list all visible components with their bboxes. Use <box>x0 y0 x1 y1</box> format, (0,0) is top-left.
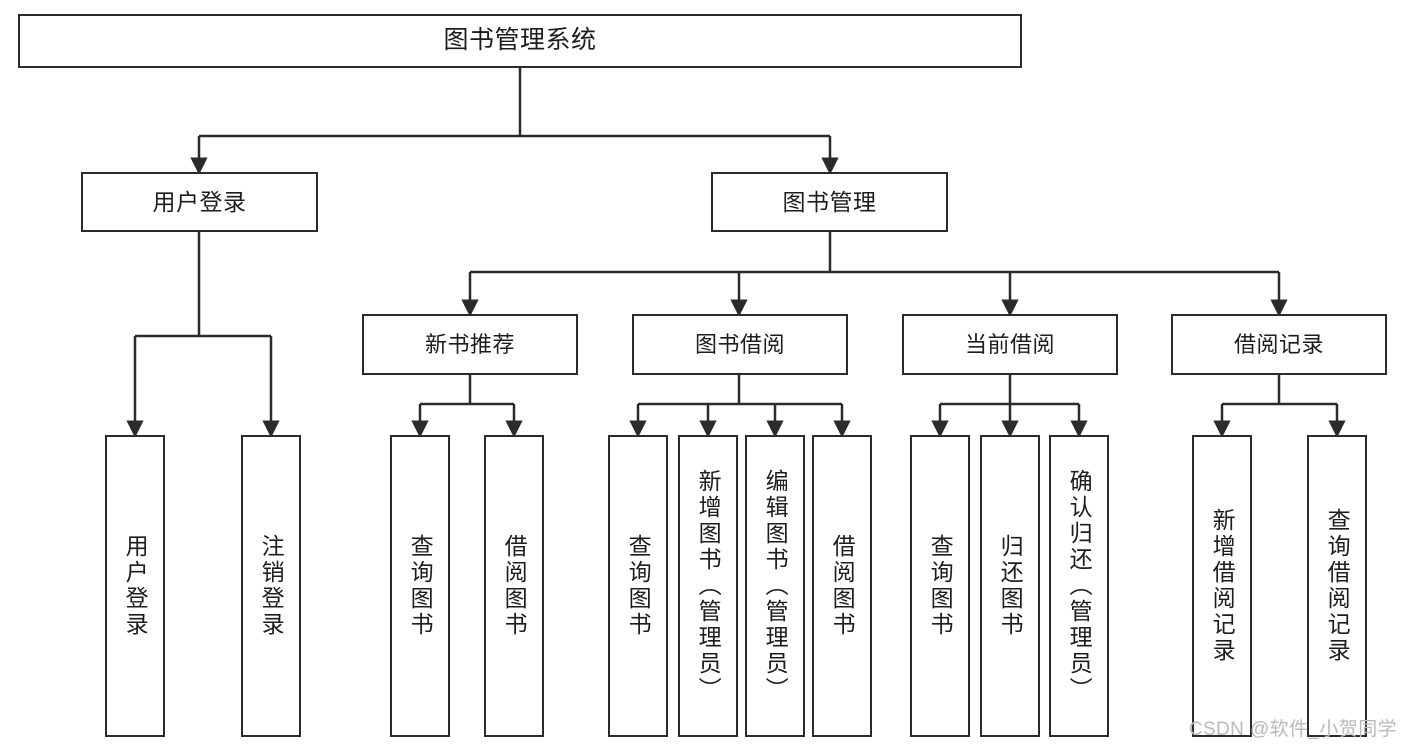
node-leaf-borrow-record-add[interactable]: 新增借阅记录 <box>1192 435 1252 737</box>
node-label: 编辑图书（管理员） <box>762 469 789 703</box>
node-leaf-book-borrow-query[interactable]: 查询图书 <box>608 435 668 737</box>
node-label: 查询图书 <box>927 534 954 638</box>
node-book-borrow[interactable]: 图书借阅 <box>632 314 848 375</box>
node-leaf-user-login-signin[interactable]: 用户登录 <box>105 435 165 737</box>
node-current-borrow[interactable]: 当前借阅 <box>902 314 1118 375</box>
node-label: 归还图书 <box>997 534 1024 638</box>
node-borrow-record[interactable]: 借阅记录 <box>1171 314 1387 375</box>
node-leaf-book-borrow-borrow[interactable]: 借阅图书 <box>812 435 872 737</box>
node-leaf-current-borrow-query[interactable]: 查询图书 <box>910 435 970 737</box>
node-label: 用户登录 <box>122 534 149 638</box>
node-label: 图书借阅 <box>694 331 785 357</box>
node-label: 当前借阅 <box>964 331 1055 357</box>
node-leaf-book-borrow-add[interactable]: 新增图书（管理员） <box>678 435 738 737</box>
node-label: 借阅图书 <box>501 534 528 638</box>
node-label: 图书管理 <box>782 188 877 215</box>
node-label: 图书管理系统 <box>443 26 597 55</box>
node-label: 查询借阅记录 <box>1324 508 1351 664</box>
node-leaf-current-borrow-confirm[interactable]: 确认归还（管理员） <box>1049 435 1109 737</box>
node-label: 新增借阅记录 <box>1209 508 1236 664</box>
node-leaf-user-login-signout[interactable]: 注销登录 <box>241 435 301 737</box>
node-leaf-book-borrow-edit[interactable]: 编辑图书（管理员） <box>745 435 805 737</box>
node-label: 借阅图书 <box>829 534 856 638</box>
node-label: 新增图书（管理员） <box>695 469 722 703</box>
node-label: 查询图书 <box>407 534 434 638</box>
node-label: 确认归还（管理员） <box>1066 469 1093 703</box>
node-leaf-borrow-record-query[interactable]: 查询借阅记录 <box>1307 435 1367 737</box>
node-leaf-new-book-query[interactable]: 查询图书 <box>390 435 450 737</box>
node-new-book-recommend[interactable]: 新书推荐 <box>362 314 578 375</box>
node-leaf-current-borrow-return[interactable]: 归还图书 <box>980 435 1040 737</box>
watermark: CSDN @软件_小贺同学 <box>1188 719 1397 740</box>
node-label: 查询图书 <box>625 534 652 638</box>
node-label: 注销登录 <box>258 534 285 638</box>
node-user-login[interactable]: 用户登录 <box>81 172 318 232</box>
node-label: 新书推荐 <box>424 331 515 357</box>
node-leaf-new-book-borrow[interactable]: 借阅图书 <box>484 435 544 737</box>
node-label: 用户登录 <box>152 188 247 215</box>
node-book-management[interactable]: 图书管理 <box>711 172 948 232</box>
node-label: 借阅记录 <box>1233 331 1324 357</box>
node-root-system[interactable]: 图书管理系统 <box>18 14 1022 68</box>
